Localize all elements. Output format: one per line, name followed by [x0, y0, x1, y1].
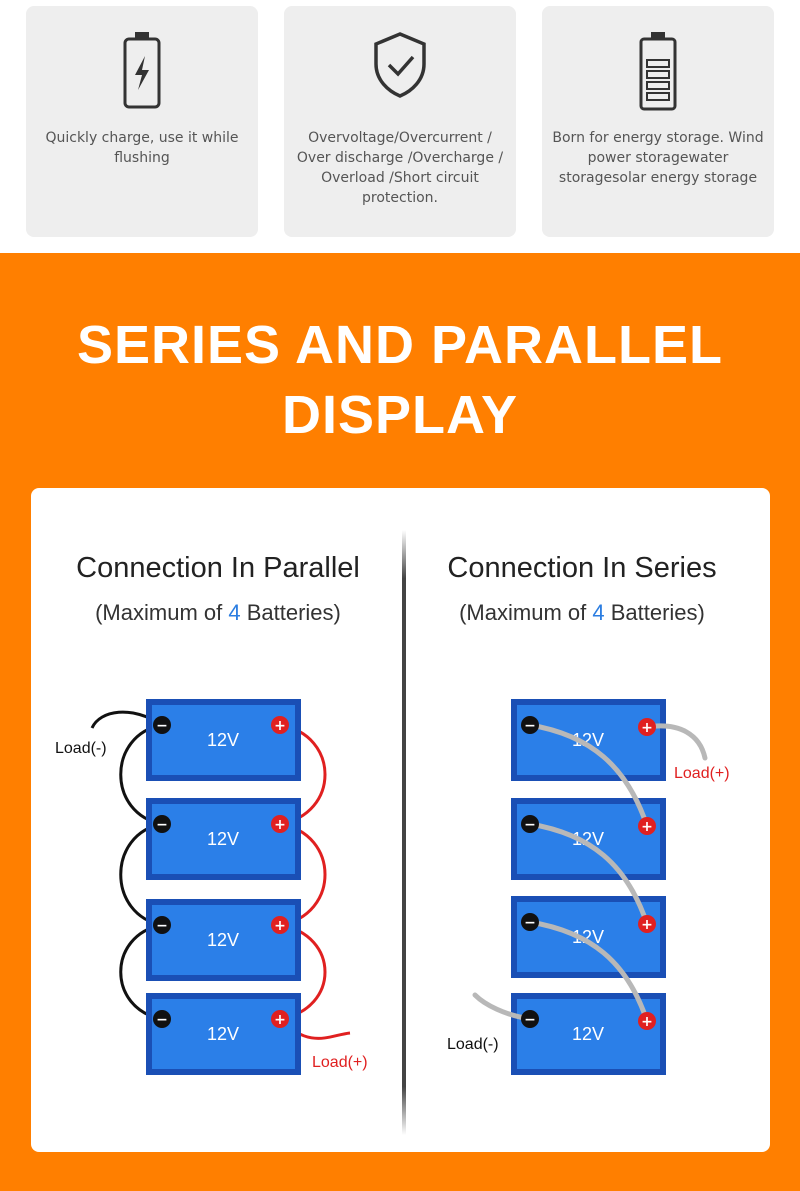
- series-diagram: 12V 12V 12V 12V − − − − + + + + Load(-) Load(+): [447, 699, 730, 1075]
- feature-card-storage: Born for energy storage. Wind power stor…: [542, 6, 774, 237]
- series-link-wire: [527, 919, 650, 1024]
- battery-voltage-label: 12V: [572, 829, 604, 849]
- minus-sign: −: [156, 1012, 168, 1028]
- positive-terminal: [638, 718, 656, 736]
- negative-terminal: [521, 716, 539, 734]
- negative-wire: [119, 822, 163, 927]
- features-section: Quickly charge, use it while flushing Ov…: [0, 0, 800, 253]
- headline-line1: SERIES AND PARALLEL: [76, 315, 724, 375]
- battery-side-notch: [146, 721, 152, 759]
- battery-voltage-label: 12V: [572, 927, 604, 947]
- battery-voltage-label: 12V: [207, 930, 239, 950]
- battery-body: [152, 905, 295, 975]
- positive-terminal: [638, 817, 656, 835]
- plus-sign: +: [641, 720, 653, 736]
- series-link-wire: [527, 821, 650, 927]
- series-sub-text: (Maximum of: [459, 600, 593, 625]
- battery-body: [152, 705, 295, 775]
- feature-text: Overvoltage/Overcurrent / Over discharge…: [296, 130, 504, 206]
- plus-sign: +: [641, 917, 653, 933]
- load-positive-label: Load(+): [674, 765, 730, 782]
- minus-sign: −: [524, 915, 536, 931]
- minus-sign: −: [156, 718, 168, 734]
- series-sub-text-end: Batteries): [604, 600, 705, 625]
- plus-sign: +: [274, 1012, 286, 1028]
- parallel-sub-text: (Maximum of: [95, 600, 229, 625]
- minus-sign: −: [524, 1012, 536, 1028]
- load-negative-label: Load(-): [447, 1036, 499, 1053]
- battery-body: [152, 999, 295, 1069]
- battery-charge-icon: [26, 30, 258, 115]
- battery-side-notch: [511, 721, 517, 759]
- negative-terminal: [521, 913, 539, 931]
- load-positive-label: Load(+): [312, 1054, 368, 1071]
- plus-sign: +: [641, 1014, 653, 1030]
- battery-storage-icon: [542, 30, 774, 115]
- battery-side-notch: [511, 918, 517, 956]
- parallel-diagram: 12V 12V 12V 12V − − − − + + + + Load(-) Load(+): [55, 699, 368, 1075]
- plus-sign: +: [641, 819, 653, 835]
- series-subtitle: (Maximum of 4 Batteries): [402, 600, 762, 626]
- positive-terminal: [271, 815, 289, 833]
- battery-side-notch: [146, 1015, 152, 1053]
- load-negative-label: Load(-): [55, 740, 107, 757]
- negative-terminal: [521, 815, 539, 833]
- minus-sign: −: [156, 918, 168, 934]
- positive-terminal: [271, 716, 289, 734]
- battery-side-notch: [511, 1015, 517, 1053]
- headline-line2: DISPLAY: [281, 385, 519, 445]
- negative-terminal: [153, 716, 171, 734]
- battery-voltage-label: 12V: [207, 730, 239, 750]
- minus-sign: −: [156, 817, 168, 833]
- series-max-count: 4: [592, 600, 605, 625]
- battery-body: [152, 804, 295, 874]
- feature-text: Born for energy storage. Wind power stor…: [552, 130, 764, 186]
- battery-body: [517, 902, 660, 972]
- series-title: Connection In Series: [447, 552, 717, 584]
- battery-voltage-label: 12V: [207, 1024, 239, 1044]
- negative-terminal: [153, 815, 171, 833]
- battery-side-notch: [511, 820, 517, 858]
- negative-wire: [119, 923, 163, 1021]
- battery-voltage-label: 12V: [207, 829, 239, 849]
- feature-card-charge: Quickly charge, use it while flushing: [26, 6, 258, 237]
- minus-sign: −: [524, 718, 536, 734]
- positive-terminal: [638, 1012, 656, 1030]
- parallel-max-count: 4: [228, 600, 241, 625]
- series-link-wire: [527, 722, 650, 829]
- plus-sign: +: [274, 718, 286, 734]
- minus-sign: −: [524, 817, 536, 833]
- positive-terminal: [271, 1010, 289, 1028]
- parallel-sub-text-end: Batteries): [240, 600, 341, 625]
- negative-wire: [119, 723, 163, 826]
- headline: SERIES AND PARALLEL DISPLAY: [0, 310, 800, 450]
- shield-check-icon: [284, 30, 516, 115]
- battery-body: [517, 705, 660, 775]
- panel-divider: [402, 530, 406, 1135]
- parallel-title: Connection In Parallel: [76, 552, 360, 584]
- battery-side-notch: [146, 820, 152, 858]
- positive-terminal: [271, 916, 289, 934]
- negative-terminal: [153, 916, 171, 934]
- battery-voltage-label: 12V: [572, 1024, 604, 1044]
- positive-terminal: [638, 915, 656, 933]
- parallel-subtitle: (Maximum of 4 Batteries): [38, 600, 398, 626]
- feature-text: Quickly charge, use it while flushing: [45, 130, 239, 166]
- battery-body: [517, 999, 660, 1069]
- negative-terminal: [521, 1010, 539, 1028]
- plus-sign: +: [274, 817, 286, 833]
- feature-card-protection: Overvoltage/Overcurrent / Over discharge…: [284, 6, 516, 237]
- battery-body: [517, 804, 660, 874]
- plus-sign: +: [274, 918, 286, 934]
- battery-voltage-label: 12V: [572, 730, 604, 750]
- negative-terminal: [153, 1010, 171, 1028]
- battery-side-notch: [146, 921, 152, 959]
